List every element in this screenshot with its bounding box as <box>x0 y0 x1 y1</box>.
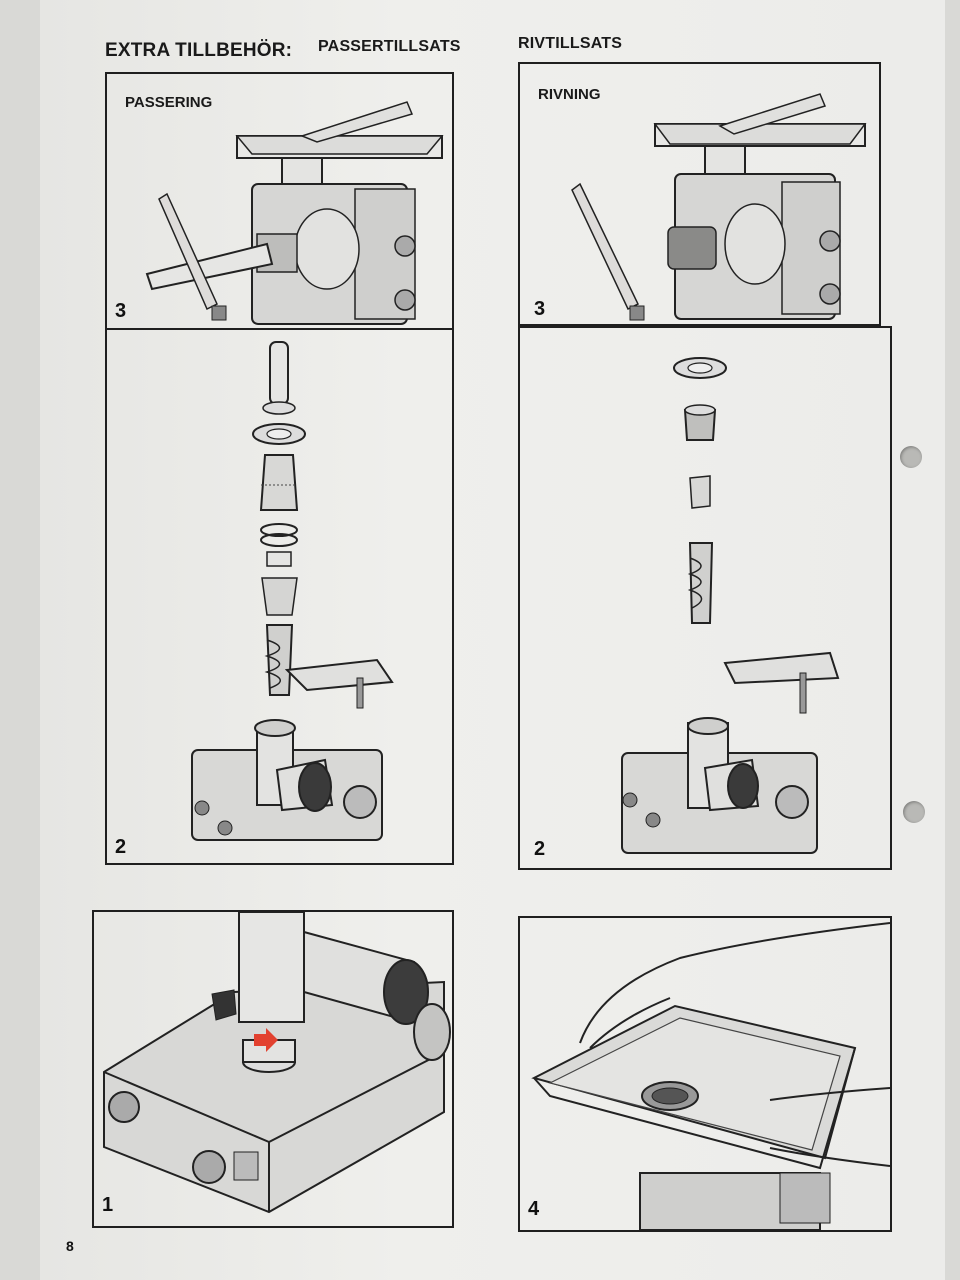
step-number: 3 <box>115 300 127 322</box>
panel-passering-parts: 2 <box>105 328 454 865</box>
step-number: 2 <box>115 836 127 858</box>
binder-hole <box>903 801 925 823</box>
step-number: 1 <box>102 1194 114 1216</box>
mincer-with-strainer-illustration <box>145 101 444 325</box>
panel-tray: 4 <box>518 916 892 1232</box>
base-attach-illustration <box>103 912 451 1214</box>
grater-parts-exploded-illustration <box>621 357 840 854</box>
panel-passering-assembled: PASSERING 3 <box>105 72 454 330</box>
panel-base-attach: 1 <box>92 910 454 1228</box>
strainer-parts-exploded-illustration <box>191 341 394 841</box>
panel-rivning-parts: 2 <box>518 326 892 870</box>
subtitle-passertillsats: PASSERTILLSATS <box>318 38 461 55</box>
page-number: 8 <box>66 1238 74 1254</box>
tray-insertion-illustration <box>531 922 890 1230</box>
step-number: 2 <box>534 838 546 860</box>
step-number: 3 <box>534 298 546 320</box>
panel-label-rivning: RIVNING <box>538 86 601 103</box>
step-number: 4 <box>528 1198 540 1220</box>
subtitle-rivtillsats: RIVTILLSATS <box>518 35 623 52</box>
panel-label-passering: PASSERING <box>125 94 213 111</box>
mincer-with-grater-illustration <box>571 93 867 321</box>
binder-hole <box>900 446 922 468</box>
panel-rivning-assembled: RIVNING 3 <box>518 62 881 326</box>
page-title: EXTRA TILLBEHÖR: <box>105 40 293 61</box>
